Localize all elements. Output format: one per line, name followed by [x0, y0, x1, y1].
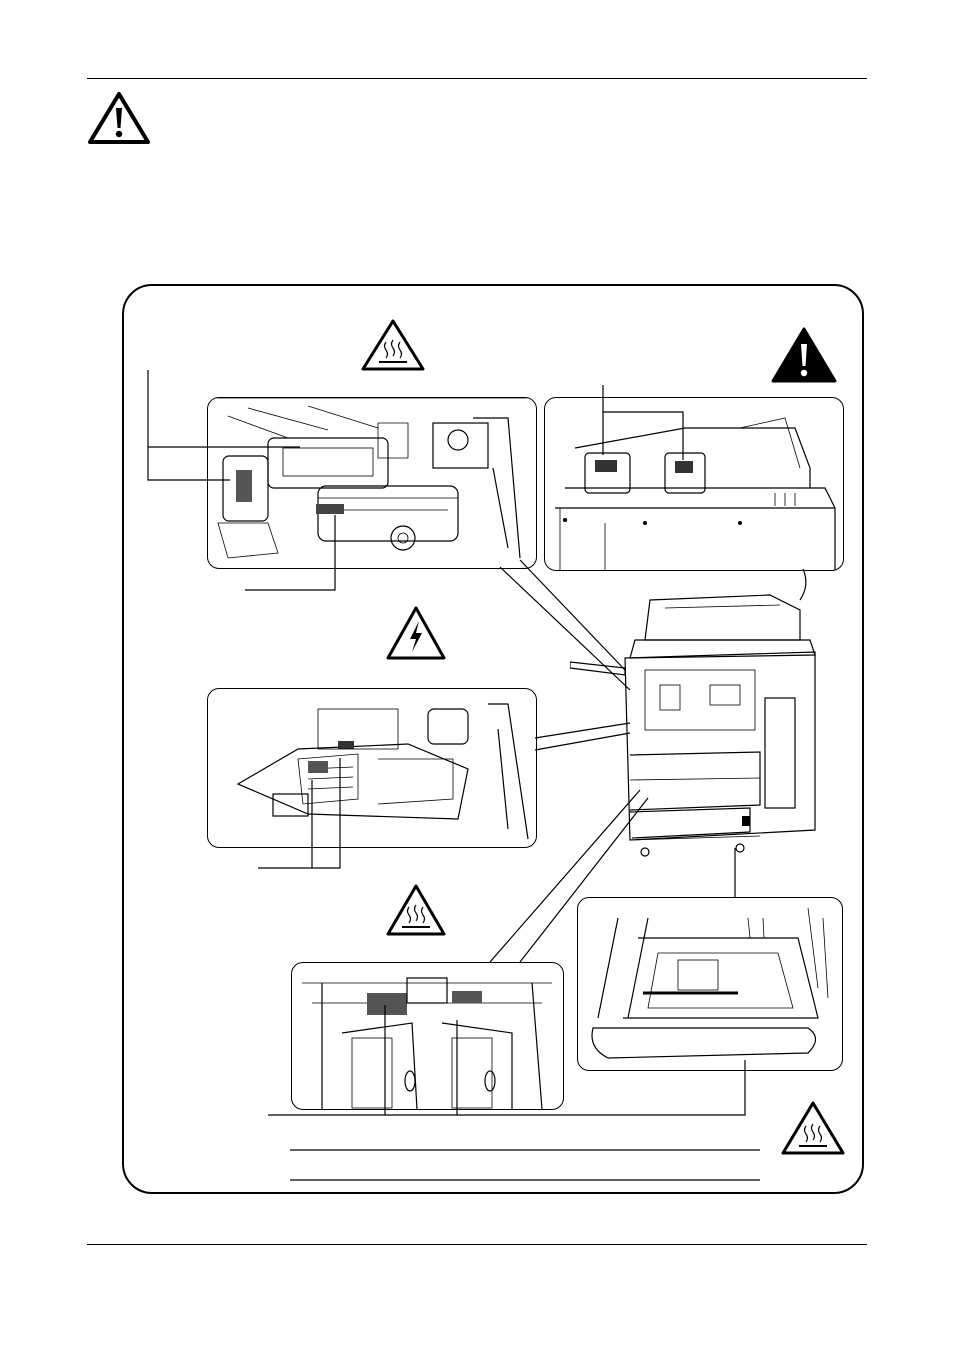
transfer-unit-illustration — [207, 688, 537, 848]
high-voltage-icon — [385, 605, 447, 661]
hot-surface-icon — [385, 883, 447, 937]
warning-triangle-icon — [770, 326, 838, 384]
illustration-frame — [122, 284, 864, 1194]
fuser-unit-illustration — [207, 397, 537, 569]
footer-rule — [87, 1244, 867, 1245]
document-processor-illustration — [544, 397, 844, 571]
header-rule — [87, 78, 867, 79]
paper-cassette-illustration — [577, 897, 843, 1071]
copier-machine-illustration — [570, 590, 820, 860]
caution-triangle-icon — [86, 90, 152, 146]
hot-surface-icon — [360, 318, 426, 372]
lower-paper-feed-illustration — [291, 962, 564, 1110]
hot-surface-icon — [780, 1100, 846, 1156]
